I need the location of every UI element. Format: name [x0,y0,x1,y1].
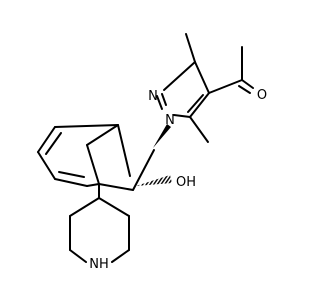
bond-c7-c6-double [45,132,62,155]
bond-pip-3 [111,249,130,263]
molecule-diagram: N N O OH NH [37,33,267,272]
bond-c7-c6 [37,126,56,153]
bond-c6-c5 [37,151,56,180]
bonds [37,33,254,263]
bond-c7a-c7 [54,124,119,128]
bond-c5-n1 [173,114,191,118]
bond-c1-c2 [132,149,155,191]
bond-pip-4 [69,249,87,263]
bond-c5-c4-double [58,171,85,178]
atom-n2-label: N [148,89,158,104]
bond-c5-methyl [189,116,209,143]
bond-c3-c3a [86,144,100,185]
bond-c2-c3 [98,183,134,191]
atom-nh-label: NH [89,257,109,272]
atom-oh-label: OH [176,175,196,190]
bond-c4-c3a [86,183,100,187]
bond-n1-n2-double [161,93,167,106]
bond-c4-c5-double [187,94,204,113]
bond-c4-c5 [189,92,210,118]
bond-carbonyl-1 [241,79,254,89]
wedge-bond-c1-n1 [153,124,171,148]
bond-pip-1 [98,197,130,217]
atom-n1-label: N [165,113,175,128]
bond-pip-6 [69,197,100,217]
bond-c4-acyl [208,79,243,94]
bond-c5-c4 [54,178,88,187]
bond-c3-methyl [185,33,196,63]
hashed-bond-c2-oh [136,175,172,186]
bond-n2-c3 [163,61,196,91]
structure-svg: N N O OH NH [37,33,267,272]
bond-n1-n2 [156,95,163,110]
bond-c3-c4 [194,61,210,94]
bond-c1-c7a [117,124,131,177]
bond-carbonyl-2 [238,85,251,94]
bond-c3a-c7a [86,124,119,146]
atom-o-ketone-label: O [257,88,267,103]
